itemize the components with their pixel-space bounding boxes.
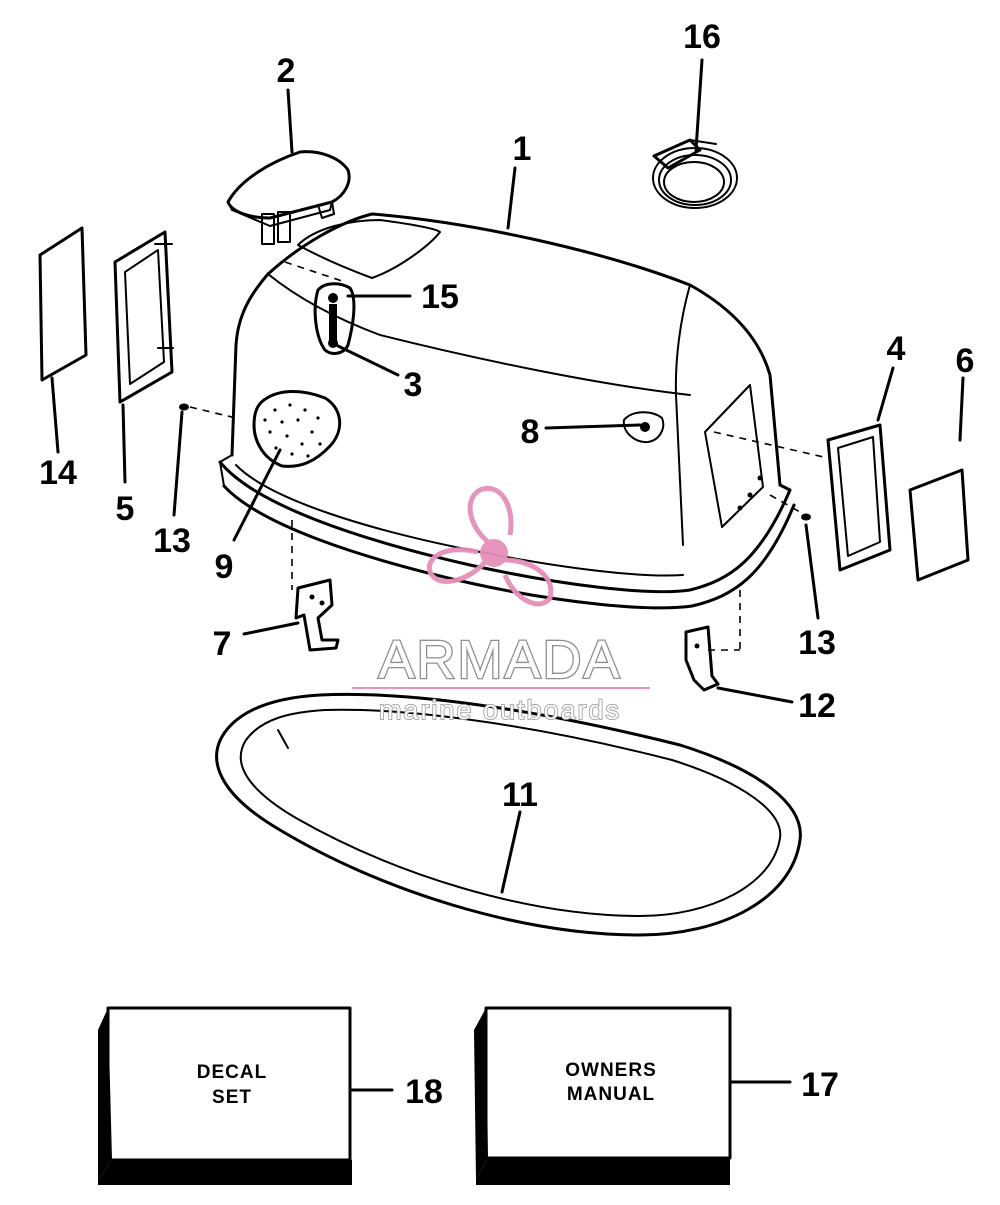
latch-plate [313, 282, 356, 355]
callout-9: 9 [215, 548, 234, 586]
callout-5: 5 [116, 490, 135, 528]
callout-2: 2 [277, 52, 296, 90]
grommet [622, 411, 665, 444]
callout-18: 18 [405, 1073, 443, 1111]
callout-16: 16 [683, 18, 721, 56]
callout-4: 4 [887, 330, 906, 368]
manual-label-line1: OWNERS [565, 1060, 657, 1081]
callout-17: 17 [801, 1066, 839, 1104]
callout-15: 15 [421, 278, 459, 316]
decal-set-box [98, 1006, 352, 1185]
right-side-plate [908, 468, 970, 582]
cover-cap [226, 150, 351, 245]
decal-label-line2: SET [212, 1087, 252, 1108]
callout-14: 14 [39, 454, 77, 492]
foam-pad [252, 390, 341, 468]
bottom-seal [215, 692, 802, 937]
callout-6: 6 [956, 342, 975, 380]
callout-3: 3 [404, 366, 423, 404]
callout-13-left: 13 [153, 522, 191, 560]
armada-watermark: ARMADA marine outboards [352, 485, 650, 726]
callout-1: 1 [513, 130, 532, 168]
left-side-plate [38, 226, 88, 382]
right-bracket [684, 625, 720, 692]
watermark-tagline: marine outboards [379, 695, 621, 725]
callout-8: 8 [521, 413, 540, 451]
left-frame [113, 230, 174, 404]
propeller-logo [426, 485, 554, 607]
watermark-brand-name: ARMADA [378, 630, 621, 690]
screw-right [801, 513, 811, 521]
alignment-lines [189, 261, 829, 651]
callout-7: 7 [213, 625, 232, 663]
callout-11: 11 [502, 776, 538, 814]
right-frame [826, 423, 892, 572]
decal-label-line1: DECAL [197, 1062, 267, 1083]
owners-manual-box [474, 1006, 732, 1185]
leader-lines [50, 58, 965, 1092]
callout-13-right: 13 [798, 624, 836, 662]
callout-12: 12 [798, 687, 836, 725]
left-bracket [294, 578, 340, 652]
manual-label-line2: MANUAL [567, 1084, 655, 1105]
screw-left [179, 403, 189, 411]
